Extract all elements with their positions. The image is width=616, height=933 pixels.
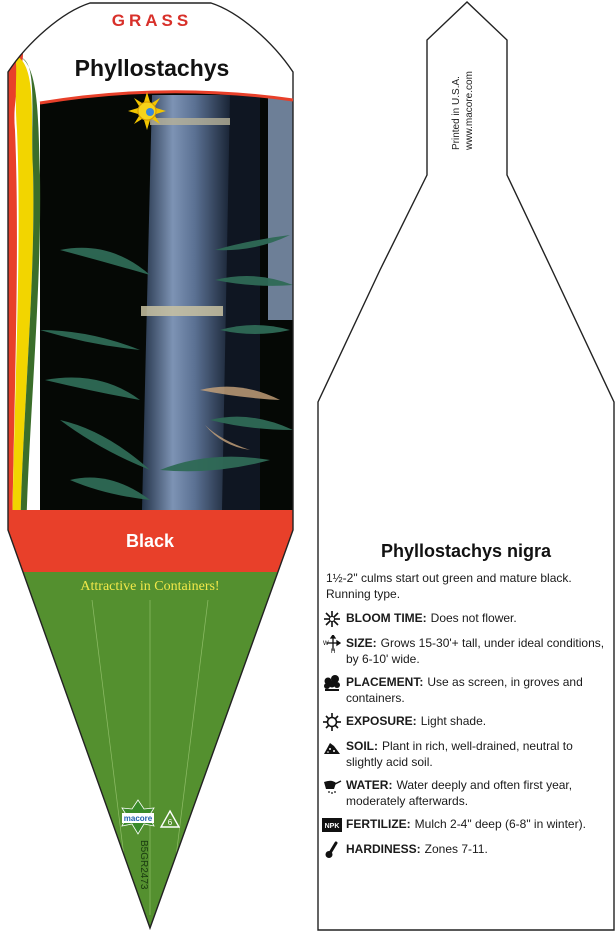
care-text: Light shade. xyxy=(420,714,487,728)
care-label: WATER: xyxy=(346,778,393,792)
care-text: Use as screen, in groves and containers. xyxy=(346,675,583,705)
care-label: FERTILIZE: xyxy=(346,817,411,831)
care-label: EXPOSURE: xyxy=(346,714,417,728)
website-label: www.macore.com xyxy=(464,71,475,151)
genus-title: Phyllostachys xyxy=(75,55,230,81)
care-row-water: WATER:Water deeply and often first year,… xyxy=(322,777,608,809)
species-title: Phyllostachys nigra xyxy=(381,541,552,561)
care-label: BLOOM TIME: xyxy=(346,611,427,625)
recycle-6-icon: 6 xyxy=(159,809,181,828)
back-tag: Printed in U.S.A. www.macore.com Phyllos… xyxy=(317,1,615,931)
svg-text:H: H xyxy=(331,649,335,653)
macore-logo: macore xyxy=(121,799,155,835)
plant-group-icon xyxy=(322,674,342,692)
sun-outline-icon xyxy=(322,713,342,731)
slogan: Attractive in Containers! xyxy=(80,579,219,594)
care-row-bloom: BLOOM TIME:Does not flower. xyxy=(322,610,608,628)
care-row-hardiness: HARDINESS:Zones 7-11. xyxy=(322,841,608,859)
care-text: Grows 15-30'+ tall, under ideal conditio… xyxy=(346,636,605,666)
recycle-code: 6 xyxy=(168,818,173,827)
care-row-soil: SOIL:Plant in rich, well-drained, neutra… xyxy=(322,738,608,770)
brand-label: macore xyxy=(124,814,153,823)
care-label: SOIL: xyxy=(346,739,378,753)
care-row-exposure: EXPOSURE:Light shade. xyxy=(322,713,608,731)
care-label: PLACEMENT: xyxy=(346,675,424,689)
category-label: GRASS xyxy=(112,11,192,30)
npk-fertilizer-icon: NPK xyxy=(322,816,342,834)
description: 1½-2" culms start out green and mature b… xyxy=(326,571,572,601)
care-label: SIZE: xyxy=(346,636,377,650)
plant-photo xyxy=(40,92,293,511)
care-row-fertilize: NPK FERTILIZE:Mulch 2-4" deep (6-8" in w… xyxy=(322,816,608,834)
soil-pile-icon xyxy=(322,738,342,756)
variety-name: Black xyxy=(126,531,175,551)
care-text: Water deeply and often first year, moder… xyxy=(346,778,573,808)
care-text: Zones 7-11. xyxy=(424,842,488,856)
care-instructions: 1½-2" culms start out green and mature b… xyxy=(322,570,608,866)
front-tag: GRASS Phyllostachys Black Attractive in … xyxy=(7,2,294,931)
care-label: HARDINESS: xyxy=(346,842,421,856)
care-text: Plant in rich, well-drained, neutral to … xyxy=(346,739,573,769)
full-sun-icon xyxy=(128,92,166,130)
watering-can-icon xyxy=(322,777,342,795)
svg-text:W: W xyxy=(323,641,329,647)
svg-text:NPK: NPK xyxy=(325,823,340,830)
snowflake-flower-icon xyxy=(322,610,342,628)
care-text: Mulch 2-4" deep (6-8" in winter). xyxy=(414,817,586,831)
care-text: Does not flower. xyxy=(430,611,517,625)
care-row-placement: PLACEMENT:Use as screen, in groves and c… xyxy=(322,674,608,706)
printed-in-label: Printed in U.S.A. xyxy=(451,76,462,150)
thermometer-icon xyxy=(322,841,342,859)
sku-code: B5GR2473 xyxy=(138,840,149,890)
